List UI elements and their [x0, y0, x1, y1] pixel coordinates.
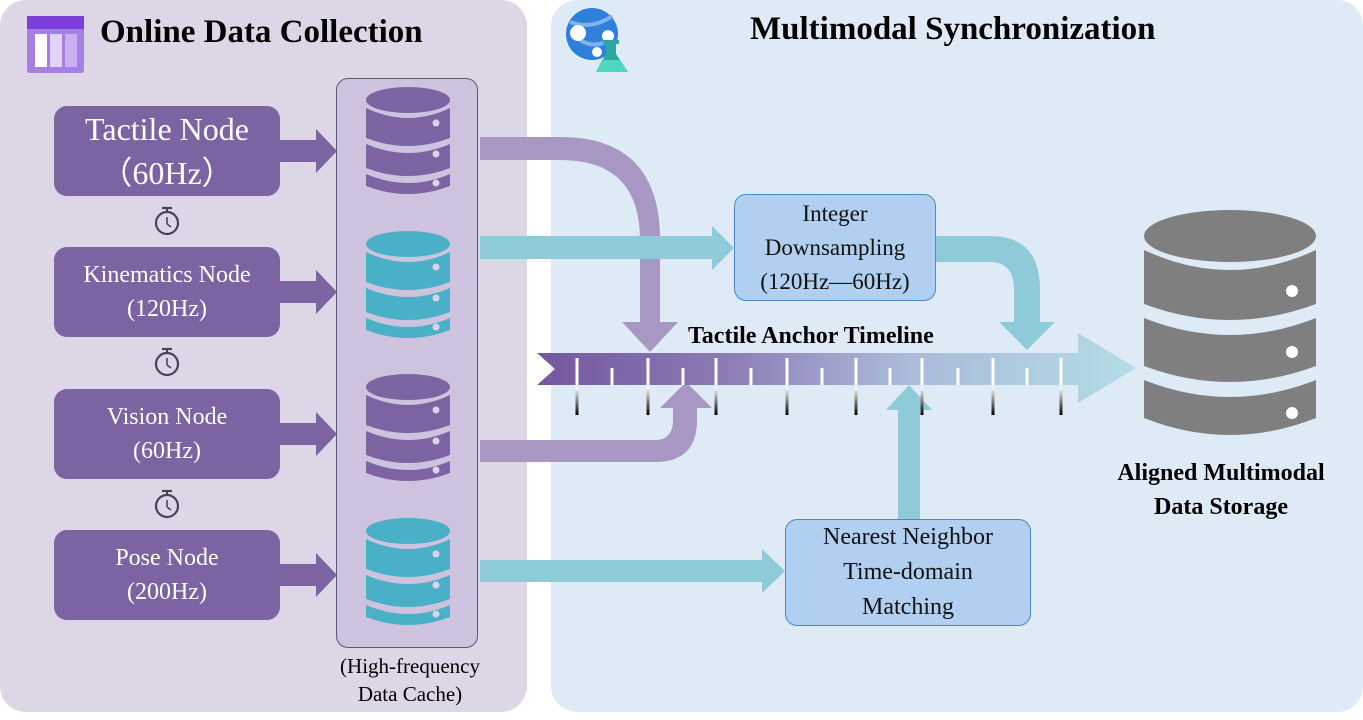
- multimodal-synchronization-title: Multimodal Synchronization: [750, 11, 1156, 47]
- downsampling-line1: Integer: [802, 200, 868, 226]
- database-icon: [1144, 210, 1316, 435]
- node-name: Pose Node: [115, 545, 219, 571]
- downsampling-line2: Downsampling: [764, 234, 906, 260]
- timeline-tick-stem: [646, 387, 650, 415]
- node-name: Vision Node: [106, 404, 228, 430]
- matching-line3: Matching: [862, 594, 954, 620]
- storage-label-line1: Aligned Multimodal: [1117, 460, 1325, 486]
- matching-line1: Nearest Neighbor: [823, 524, 993, 550]
- web-lab-flask-icon: [566, 8, 628, 72]
- timeline-tick-stem: [575, 387, 579, 415]
- timeline-tick-stem: [785, 387, 789, 415]
- tactile-anchor-timeline: [537, 333, 1136, 403]
- vision-node: Vision Node (60Hz): [54, 389, 280, 479]
- node-to-cache-arrow: [280, 412, 337, 456]
- cache-label-line2: Data Cache): [357, 682, 463, 706]
- cache-label: (High-frequency Data Cache): [310, 652, 510, 708]
- timeline-tick: [749, 368, 753, 385]
- vision-flow-arrow: [480, 382, 712, 462]
- node-to-cache-arrow: [280, 270, 337, 314]
- downsampling-flow-arrow: [936, 236, 1055, 350]
- timeline-tick-stem: [991, 387, 995, 415]
- timeline-tick-stem: [920, 387, 924, 415]
- timeline-tick: [820, 368, 824, 385]
- cache-label-line1: (High-frequency: [340, 654, 480, 678]
- downsampling-line3: (120Hz—60Hz): [760, 268, 910, 294]
- timeline-tick: [575, 358, 579, 385]
- timeline-tick: [956, 368, 960, 385]
- timeline-tick: [1059, 358, 1063, 385]
- nearest-neighbor-matching-box: Nearest Neighbor Time-domain Matching: [785, 519, 1031, 626]
- timeline-tick: [646, 358, 650, 385]
- node-name: Tactile Node: [85, 111, 249, 147]
- storage-label: Aligned Multimodal Data Storage: [1090, 456, 1352, 524]
- node-rate: (120Hz): [127, 296, 207, 322]
- timeline-tick: [920, 358, 924, 385]
- node-name: Kinematics Node: [83, 262, 251, 288]
- kinematics-flow-arrow: [480, 226, 734, 270]
- timeline-tick-stem: [714, 387, 718, 415]
- timeline-label: Tactile Anchor Timeline: [688, 323, 934, 349]
- node-rate: （60Hz）: [100, 155, 234, 191]
- timeline-tick: [610, 368, 614, 385]
- pose-flow-arrow: [480, 549, 785, 593]
- stopwatch-icon: [154, 489, 180, 519]
- tactile-flow-arrow: [480, 137, 678, 352]
- cache-database-icon: [366, 518, 450, 625]
- table-columns-icon: [27, 16, 84, 73]
- timeline-tick: [888, 368, 892, 385]
- timeline-tick: [681, 368, 685, 385]
- stopwatch-icon: [154, 347, 180, 377]
- timeline-tick-stem: [1059, 387, 1063, 415]
- timeline-tick: [785, 358, 789, 385]
- timeline-tick: [714, 358, 718, 385]
- matching-line2: Time-domain: [843, 559, 973, 585]
- online-data-collection-title: Online Data Collection: [100, 14, 423, 50]
- node-rate: (60Hz): [133, 438, 201, 464]
- cache-database-icon: [366, 87, 450, 194]
- timeline-tick: [854, 358, 858, 385]
- pose-node: Pose Node (200Hz): [54, 530, 280, 620]
- cache-database-icon: [366, 374, 450, 481]
- timeline-tick: [991, 358, 995, 385]
- node-rate: (200Hz): [127, 579, 207, 605]
- integer-downsampling-box: Integer Downsampling (120Hz—60Hz): [734, 194, 936, 301]
- tactile-node: Tactile Node （60Hz）: [54, 106, 280, 196]
- kinematics-node: Kinematics Node (120Hz): [54, 247, 280, 337]
- timeline-tick-stem: [854, 387, 858, 415]
- node-to-cache-arrow: [280, 129, 337, 173]
- node-to-cache-arrow: [280, 553, 337, 597]
- storage-label-line2: Data Storage: [1154, 494, 1288, 520]
- timeline-tick: [1025, 368, 1029, 385]
- matching-flow-arrow: [886, 385, 932, 519]
- stopwatch-icon: [154, 206, 180, 236]
- cache-database-icon: [366, 231, 450, 338]
